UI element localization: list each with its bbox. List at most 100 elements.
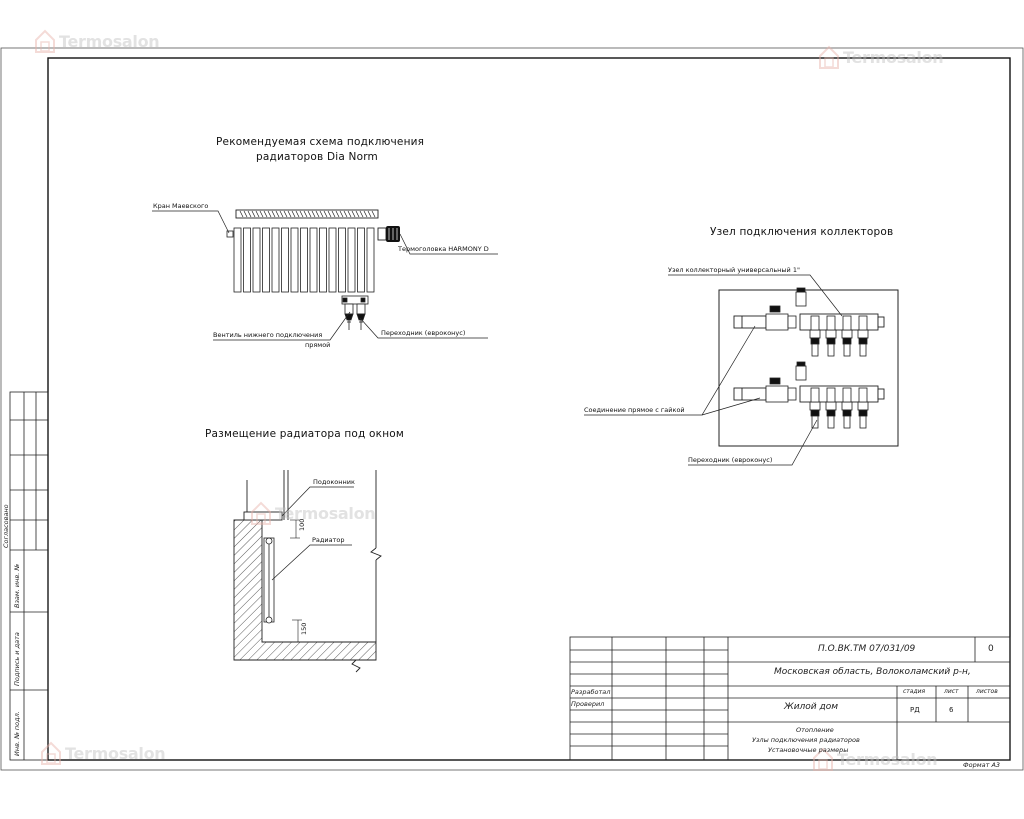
stamp-sheet-header: лист <box>944 688 959 695</box>
stamp-stage-value: РД <box>910 706 920 714</box>
radiator-side-view <box>263 537 275 624</box>
margin-stamp <box>9 391 49 761</box>
watermark-top-left: Termosalon <box>34 28 160 54</box>
watermark-text: Termosalon <box>59 31 160 51</box>
radiator-section <box>281 227 289 293</box>
stamp-location: Московская область, Волоколамский р-н, <box>774 667 971 677</box>
leader-sill <box>281 486 354 517</box>
note-radiator-eurocone: Переходник (евроконус) <box>381 329 466 337</box>
stamp-document-code: П.О.ВК.ТМ 07/031/09 <box>818 644 916 654</box>
radiator-section <box>271 227 280 293</box>
radiator-sections <box>233 227 375 293</box>
collector-supply <box>799 313 885 331</box>
stamp-sheets-header: листов <box>976 688 998 695</box>
note-window-sill: Подоконник <box>313 478 355 486</box>
margin-sign-date: Подпись и дата <box>13 632 21 686</box>
collector-return <box>799 385 885 403</box>
ball-valve-bottom <box>765 377 797 403</box>
watermark-logo-icon <box>818 44 840 70</box>
outer-frame <box>0 47 1024 771</box>
dimension-top: 100 <box>298 518 306 531</box>
margin-inv-orig: Инв. № подл. <box>13 711 21 756</box>
margin-agreed: Согласовано <box>2 504 10 548</box>
watermark-text: Termosalon <box>843 47 944 67</box>
leader-universal-node <box>668 274 843 317</box>
leader-eurocone <box>359 317 488 339</box>
ball-valve-top <box>765 305 797 331</box>
collector-outlet-bottom <box>841 387 853 429</box>
radiator-section <box>309 227 318 293</box>
stamp-revision: 0 <box>988 644 994 654</box>
radiator-section <box>252 227 261 293</box>
radiator-section <box>300 227 308 293</box>
stamp-format: Формат А3 <box>963 761 1001 769</box>
radiator-section <box>328 227 337 293</box>
mayevsky-valve <box>226 230 234 238</box>
collector-outlet-bottom <box>825 387 837 429</box>
radiator-section <box>366 227 375 293</box>
note-thermostatic-head: Термоголовка HARMONY D <box>398 245 489 253</box>
leader-radiator <box>271 544 352 581</box>
collector-outlet-top <box>841 315 853 357</box>
collector-outlet-top <box>857 315 869 357</box>
watermark-logo-icon <box>34 28 56 54</box>
stamp-sheet-value: 6 <box>949 706 954 714</box>
watermark-text: Termosalon <box>65 743 166 763</box>
title-radiator-scheme-line1: Рекомендуемая схема подключения <box>216 136 425 148</box>
leader-nut-connection <box>584 325 756 416</box>
radiator-section <box>243 227 251 293</box>
collector-frame <box>718 289 899 447</box>
stamp-desc-line1: Отопление <box>796 726 834 734</box>
title-window-placement: Размещение радиатора под окном <box>205 428 405 440</box>
stamp-developed-label: Разработал <box>571 688 611 696</box>
watermark-logo-icon <box>250 500 272 526</box>
title-collector-node: Узел подключения коллекторов <box>710 226 894 238</box>
note-collector-eurocone: Переходник (евроконус) <box>688 456 773 464</box>
dimension-bottom: 150 <box>300 622 308 635</box>
note-radiator: Радиатор <box>312 536 345 544</box>
watermark-top-right: Termosalon <box>818 44 944 70</box>
radiator-section <box>262 227 270 293</box>
watermark-text: Termosalon <box>275 503 376 523</box>
radiator-section <box>338 227 346 293</box>
wall-section <box>233 519 377 661</box>
note-bottom-valve-line2: прямой <box>305 341 331 349</box>
radiator-window-placement <box>233 470 382 673</box>
collector-outlets <box>809 315 869 429</box>
watermark-logo-icon <box>40 740 62 766</box>
leader-collector-eurocone <box>688 419 818 466</box>
note-bottom-valve-line1: Вентиль нижнего подключения <box>213 331 323 339</box>
note-mayevsky-valve: Кран Маевского <box>153 202 209 210</box>
stamp-desc-line2: Узлы подключения радиаторов <box>752 736 860 744</box>
bottom-valve-assembly <box>341 295 369 330</box>
collector-outlet-bottom <box>809 387 821 429</box>
radiator-section <box>319 227 327 293</box>
radiator-connection-scheme <box>152 209 498 341</box>
note-universal-node: Узел коллекторный универсальный 1" <box>668 266 800 274</box>
watermark-center: Termosalon <box>250 500 376 526</box>
leader-thermohead <box>399 233 498 255</box>
collector-outlet-top <box>825 315 837 357</box>
thermostatic-head <box>377 226 400 242</box>
watermark-text: Termosalon <box>837 749 938 769</box>
collector-outlet-top <box>809 315 821 357</box>
leader-mayevsky <box>152 210 230 234</box>
leader-bottom-valve <box>213 311 351 341</box>
note-nut-connection: Соединение прямое с гайкой <box>584 406 685 414</box>
stamp-checked-label: Проверил <box>571 700 605 708</box>
margin-replace-inv: Взам. инв. № <box>13 563 21 608</box>
stamp-building: Жилой дом <box>784 702 839 712</box>
stamp-desc-line3: Установочные размеры <box>768 746 849 754</box>
radiator-section <box>347 227 356 293</box>
radiator-section <box>357 227 365 293</box>
collector-outlet-bottom <box>857 387 869 429</box>
watermark-bottom-right: Termosalon <box>812 746 938 772</box>
title-block <box>569 636 1011 761</box>
radiator-top-grille <box>235 209 379 219</box>
collector-node-diagram <box>584 274 899 466</box>
radiator-section <box>233 227 242 293</box>
title-radiator-scheme-line2: радиаторов Dia Norm <box>256 151 378 163</box>
radiator-section <box>290 227 299 293</box>
stamp-stage-header: стадия <box>903 688 926 695</box>
